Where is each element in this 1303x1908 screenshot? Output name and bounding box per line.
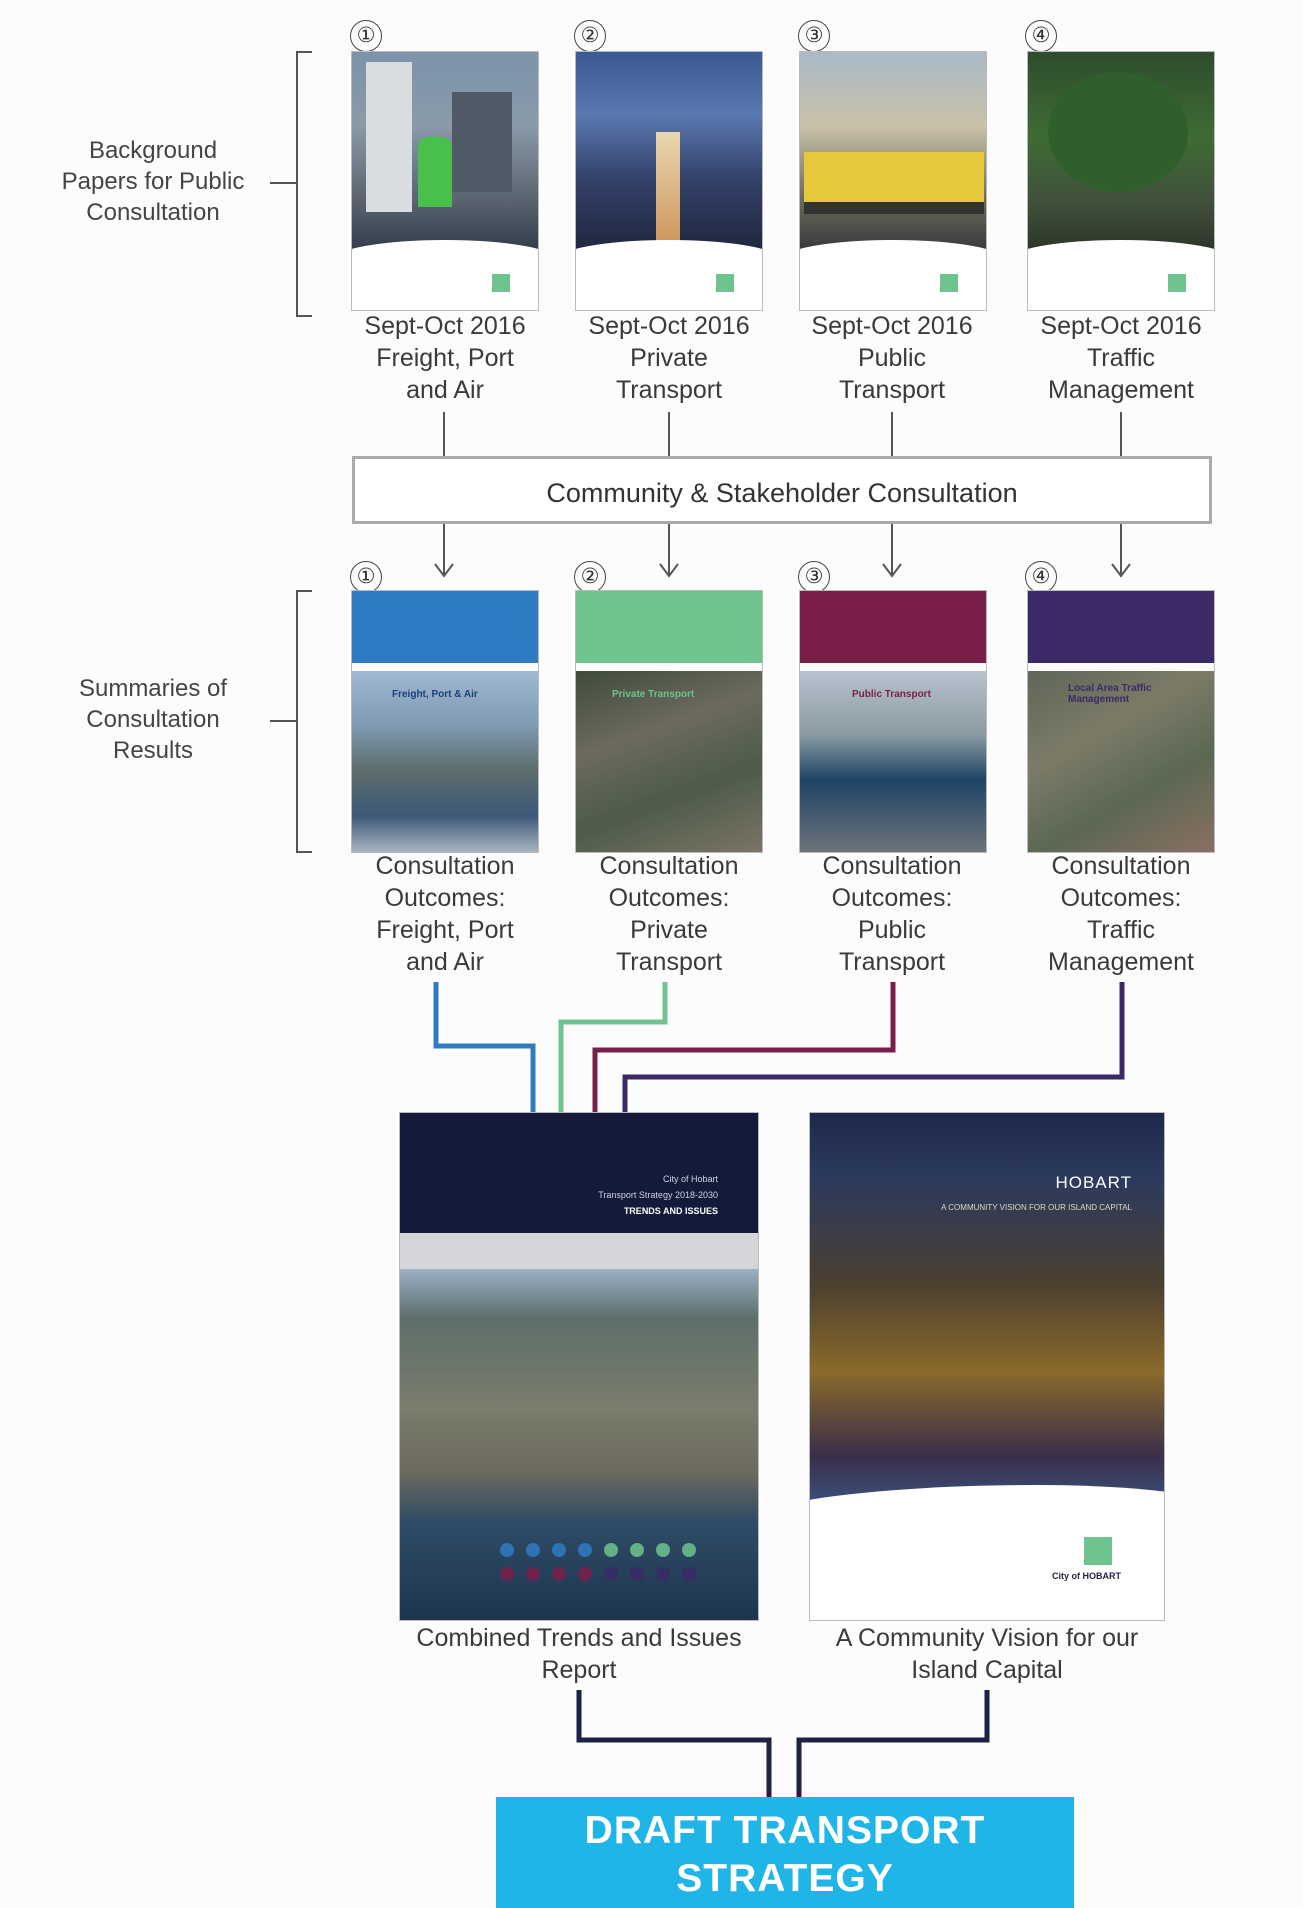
cover-title: Public Transport [852, 689, 931, 700]
number-3: ③ [798, 20, 830, 52]
cover-title: Private Transport [612, 689, 695, 700]
number-1: ① [350, 20, 382, 52]
city-logo-icon [716, 274, 734, 292]
city-logo-icon [492, 274, 510, 292]
trends-report-cover: City of Hobart Transport Strategy 2018-2… [400, 1113, 758, 1620]
cover-public [800, 52, 986, 310]
summary-cover-traffic: Local Area Traffic Management [1028, 591, 1214, 852]
vision-cover: HOBART A COMMUNITY VISION FOR OUR ISLAND… [810, 1113, 1164, 1620]
vision-logo-text: City of HOBART [1052, 1571, 1121, 1581]
summaries-label: Summaries of Consultation Results [78, 675, 228, 764]
line-traffic [622, 982, 1125, 1113]
cover-freight [352, 52, 538, 310]
cover-title: Local Area Traffic Management [1068, 683, 1152, 705]
background-papers-label: Background Papers for Public Consultatio… [61, 137, 245, 226]
city-logo-icon [940, 274, 958, 292]
cover-private [576, 52, 762, 310]
line-private [558, 982, 668, 1113]
summary-cover-freight: Freight, Port & Air [352, 591, 538, 852]
cover-line-1: City of Hobart [662, 1174, 718, 1184]
summary-cover-private: Private Transport [576, 591, 762, 852]
line-trends [576, 1690, 772, 1797]
summary-cover-public: Public Transport [800, 591, 986, 852]
number-3-summary: ③ [798, 561, 830, 593]
line-vision [796, 1690, 990, 1797]
cover-traffic [1028, 52, 1214, 310]
city-logo-icon [1084, 1537, 1112, 1565]
number-1-summary: ① [350, 561, 382, 593]
city-logo-icon [1168, 274, 1186, 292]
cover-title: Freight, Port & Air [392, 689, 478, 700]
transport-icons [500, 1543, 696, 1587]
number-2: ② [574, 20, 606, 52]
number-2-summary: ② [574, 561, 606, 593]
cover-line-2: Transport Strategy 2018-2030 [598, 1190, 718, 1200]
line-public [592, 982, 896, 1113]
draft-transport-strategy-box: DRAFT TRANSPORT STRATEGY [496, 1797, 1074, 1908]
vision-cover-title: HOBART [1055, 1173, 1132, 1192]
cover-line-3: TRENDS AND ISSUES [623, 1206, 718, 1216]
bracket-background [296, 51, 312, 317]
bracket-summaries [296, 590, 312, 853]
vision-cover-subtitle: A COMMUNITY VISION FOR OUR ISLAND CAPITA… [941, 1203, 1132, 1212]
number-4-summary: ④ [1025, 561, 1057, 593]
line-freight [433, 982, 536, 1113]
community-consultation-box: Community & Stakeholder Consultation [352, 456, 1212, 524]
number-4: ④ [1025, 20, 1057, 52]
